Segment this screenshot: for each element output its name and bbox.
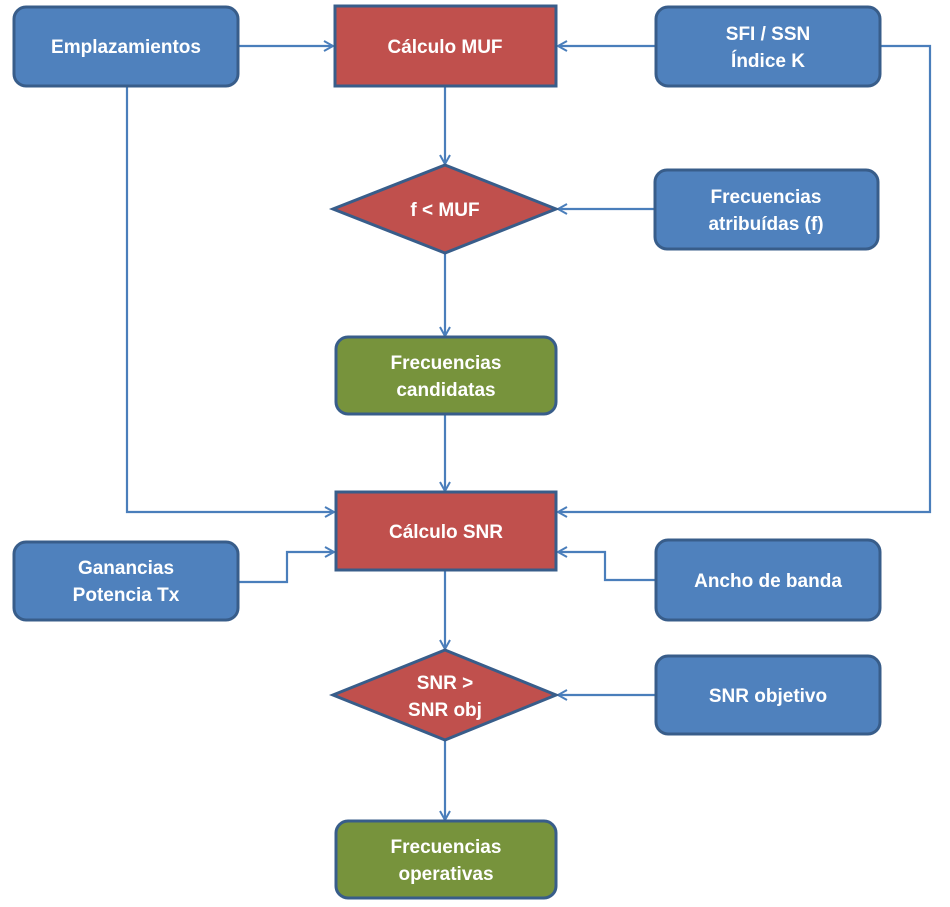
node-emplazamientos: Emplazamientos xyxy=(12,5,240,88)
node-calculo-snr: Cálculo SNR xyxy=(334,490,558,572)
node-label: Cálculo SNR xyxy=(389,522,503,543)
node-frecuencias-atribuidas: Frecuencias atribuídas (f) xyxy=(653,168,880,251)
node-label: Frecuencias xyxy=(391,353,502,374)
node-label: operativas xyxy=(398,864,493,885)
node-label: SNR obj xyxy=(408,700,482,721)
node-label: SNR > xyxy=(417,673,474,694)
node-calculo-muf: Cálculo MUF xyxy=(333,4,558,88)
edge-emplazamientos-snr xyxy=(125,86,334,512)
node-label: Emplazamientos xyxy=(51,37,201,58)
node-label: candidatas xyxy=(396,380,495,401)
node-ancho-de-banda: Ancho de banda xyxy=(654,538,882,622)
node-label: Ganancias xyxy=(78,558,174,579)
node-sfi-ssn: SFI / SSN Índice K xyxy=(654,5,882,88)
node-label: Frecuencias xyxy=(711,187,822,208)
node-ganancias: Ganancias Potencia Tx xyxy=(12,540,240,622)
node-label: Cálculo MUF xyxy=(387,37,502,58)
node-snr-objetivo: SNR objetivo xyxy=(654,654,882,736)
edge-sfi-snr xyxy=(558,44,932,512)
node-label: Índice K xyxy=(731,50,805,72)
node-label: Potencia Tx xyxy=(73,585,180,606)
node-label: atribuídas (f) xyxy=(708,214,823,235)
node-label: f < MUF xyxy=(410,200,479,221)
edge-ancho-snr xyxy=(558,552,656,582)
node-f-menor-muf: f < MUF xyxy=(328,163,561,255)
node-snr-decision: SNR > SNR obj xyxy=(328,648,560,742)
node-label: Frecuencias xyxy=(391,837,502,858)
node-frecuencias-operativas: Frecuencias operativas xyxy=(334,819,558,900)
node-label: Ancho de banda xyxy=(694,571,842,592)
node-label: SNR objetivo xyxy=(709,686,827,707)
edge-ganancias-snr xyxy=(238,552,334,584)
node-label: SFI / SSN xyxy=(726,24,810,45)
node-frecuencias-candidatas: Frecuencias candidatas xyxy=(334,335,558,416)
